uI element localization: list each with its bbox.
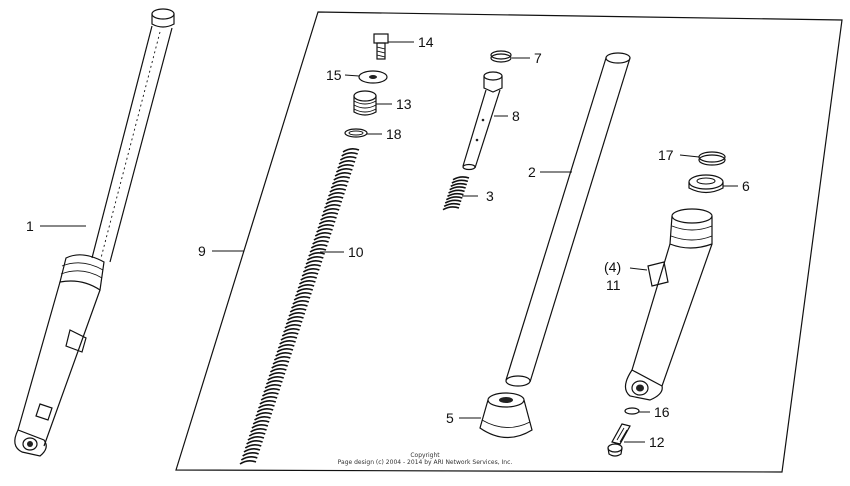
oil-lock-piece-5-part[interactable] [479,392,533,439]
leader-17 [679,154,700,158]
label-part-12: 12 [649,434,665,450]
bolt-14-part[interactable] [373,33,389,60]
label-part-3: 3 [486,188,494,204]
exploded-view-border [175,11,843,473]
part-labels: 1 2 3 (4) 5 6 7 8 9 10 11 12 13 14 15 16… [26,34,750,450]
circlip-7-part[interactable] [490,50,512,63]
leader-15 [344,74,360,77]
fork-leg-assembly[interactable] [14,8,175,457]
label-part-5: 5 [446,410,454,426]
socket-bolt-12-part[interactable] [607,423,631,457]
washer-15-part[interactable] [358,70,388,84]
label-part-13: 13 [396,96,412,112]
label-part-9: 9 [198,243,206,259]
label-part-7: 7 [534,50,542,66]
label-part-4: (4) [604,259,621,275]
lower-fork-leg-11-part[interactable] [624,208,713,401]
label-part-10: 10 [348,244,364,260]
label-part-8: 8 [512,108,520,124]
o-ring-18-part[interactable] [344,128,368,138]
label-part-6: 6 [742,178,750,194]
damper-rod-8-part[interactable] [462,71,503,171]
label-part-16: 16 [654,404,670,420]
label-part-11: 11 [606,277,621,293]
leader-lines [40,41,738,443]
fork-tube-2-part[interactable] [505,52,631,387]
label-part-17: 17 [658,147,674,163]
label-part-2: 2 [528,164,536,180]
label-part-18: 18 [386,126,402,142]
seal-clip-17-part[interactable] [698,151,726,166]
label-part-14: 14 [418,34,434,50]
leader-4 [629,267,648,271]
label-part-15: 15 [326,67,342,83]
fork-cap-bolt-13-part[interactable] [353,90,377,116]
copyright-line-2: Page design (c) 2004 - 2014 by ARI Netwo… [338,459,513,466]
fork-spring[interactable] [239,147,360,465]
label-part-1: 1 [26,218,34,234]
oil-seal-6-part[interactable] [688,174,724,194]
rebound-spring-3-part[interactable] [442,176,470,211]
washer-16-part[interactable] [624,407,640,415]
copyright-line-1: Copyright [410,452,440,459]
